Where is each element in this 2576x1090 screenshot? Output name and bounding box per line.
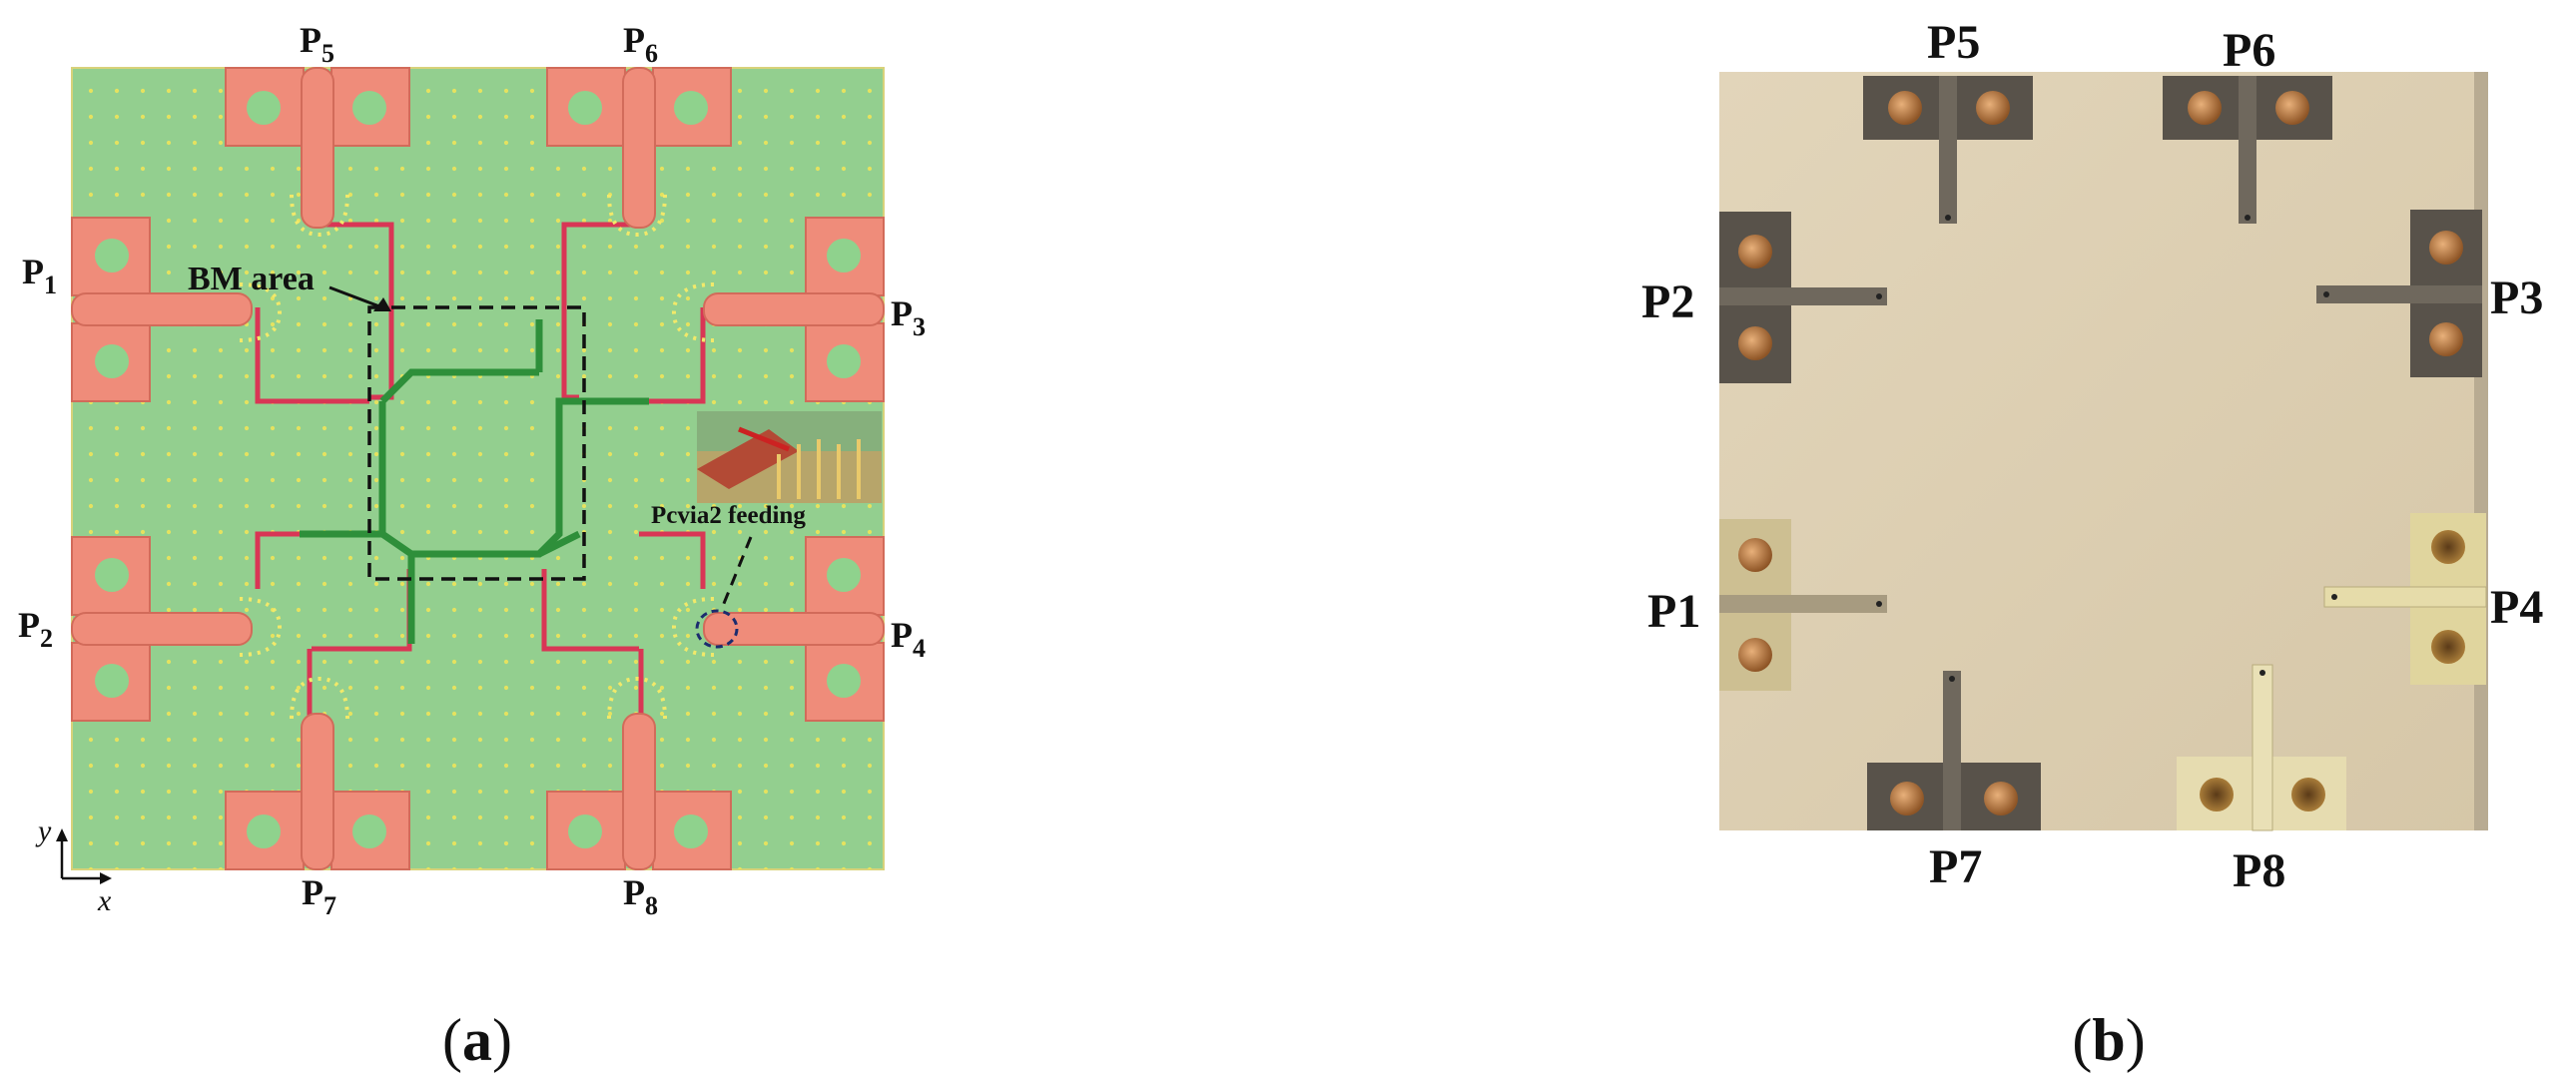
bm-area-box — [367, 305, 586, 581]
panel-b-caption: (b) — [2072, 1007, 2145, 1073]
feeding-label: Pcvia2 feeding — [651, 502, 806, 529]
port-label-p7: P7 — [302, 872, 336, 920]
port-pad-p3 — [703, 217, 885, 402]
photo-label-p6: P6 — [2223, 24, 2275, 77]
connector-p7 — [1867, 671, 2041, 830]
port-pad-p4 — [703, 536, 885, 722]
coupler-lines — [300, 319, 649, 644]
fabricated-board — [1719, 72, 2488, 830]
photo-label-p7: P7 — [1929, 840, 1982, 893]
port-label-p1: P1 — [22, 252, 57, 299]
port-pad-p2 — [71, 536, 253, 722]
port-label-p2: P2 — [18, 605, 53, 653]
port-label-p6: P6 — [623, 20, 658, 68]
connector-p5 — [1863, 76, 2033, 224]
photo-label-p3: P3 — [2490, 272, 2543, 324]
feeding-leader-line — [719, 536, 753, 612]
panel-a-layout: y x P5 P6 P1 P3 P2 P4 P7 P8 BM area Pcvi… — [18, 20, 926, 1073]
connector-p2 — [1719, 212, 1887, 383]
port-pad-p6 — [546, 67, 732, 229]
photo-label-p2: P2 — [1641, 275, 1694, 328]
connector-p1 — [1719, 519, 1887, 691]
port-pad-p5 — [225, 67, 410, 229]
axes-indicator — [56, 828, 112, 884]
connector-p8 — [2177, 664, 2346, 831]
feeding-inset-image — [697, 411, 882, 503]
axis-y-label: y — [35, 815, 52, 847]
port-pad-p1 — [71, 217, 253, 402]
panel-a-caption: (a) — [442, 1007, 512, 1073]
port-label-p4: P4 — [891, 615, 926, 663]
bm-area-label: BM area — [188, 261, 315, 297]
port-label-p5: P5 — [300, 20, 334, 68]
port-label-p3: P3 — [891, 293, 926, 341]
port-pad-p7 — [225, 713, 410, 870]
panel-b-photo: P5 P6 P2 P3 P1 P4 P7 P8 (b) — [1641, 16, 2543, 1073]
axis-x-label: x — [97, 884, 112, 917]
bm-area-arrowhead — [373, 297, 391, 311]
port-pad-p8 — [546, 713, 732, 870]
connector-p3 — [2316, 210, 2482, 377]
photo-label-p1: P1 — [1647, 585, 1700, 638]
photo-label-p8: P8 — [2233, 844, 2285, 897]
connector-p6 — [2163, 76, 2332, 224]
connector-p4 — [2323, 513, 2487, 685]
photo-label-p4: P4 — [2490, 581, 2543, 634]
port-label-p8: P8 — [623, 872, 658, 920]
photo-label-p5: P5 — [1927, 16, 1980, 69]
via-fences — [239, 194, 715, 720]
feeding-via-marker — [695, 609, 739, 649]
